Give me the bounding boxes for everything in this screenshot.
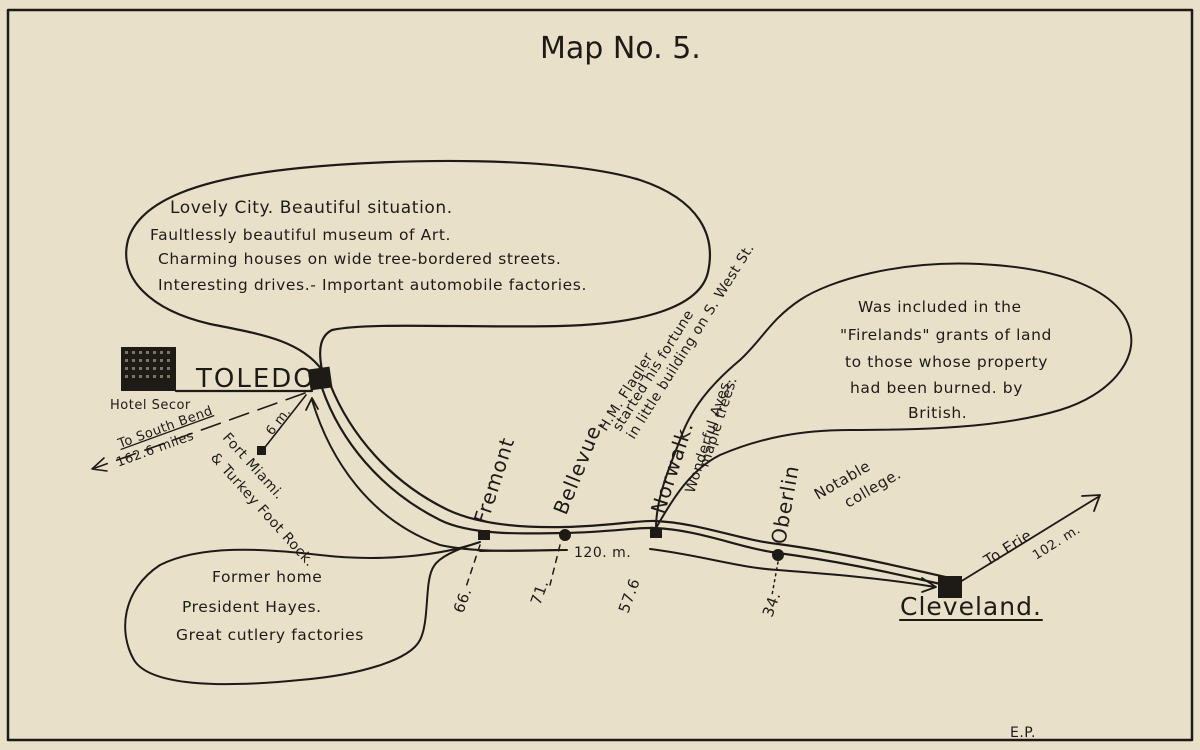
cleveland-label: Cleveland. [900, 592, 1042, 621]
bellevue-station-marker [559, 529, 571, 541]
toledo-bubble-line-2: Faultlessly beautiful museum of Art. [150, 226, 451, 244]
toledo-bubble-line-3: Charming houses on wide tree-bordered st… [158, 250, 561, 268]
erie-label: To Erie [980, 526, 1035, 570]
return-route-east [649, 548, 936, 588]
fort-miami-marker [257, 446, 266, 455]
fremont-bubble-line-1: Former home [212, 568, 322, 586]
fremont-distance-leader [464, 544, 481, 591]
oberlin-distance-leader [771, 561, 779, 596]
fremont-distance: 66. [450, 585, 476, 615]
norwalk-bubble-outline [655, 262, 1133, 529]
erie-route [959, 496, 1099, 583]
norwalk-bubble-line-1: Was included in the [858, 298, 1022, 316]
map-title: Map No. 5. [540, 31, 701, 66]
fremont-bubble-line-2: President Hayes. [182, 598, 322, 616]
fort-miami-spur [261, 394, 307, 452]
fremont-bubble-outline [124, 541, 481, 686]
oberlin-distance: 34. [759, 589, 785, 619]
main-route-inner [328, 382, 952, 580]
norwalk-station-marker [650, 528, 662, 538]
toledo-return-arrowhead [305, 397, 319, 411]
hotel-secor-label: Hotel Secor [110, 398, 191, 413]
toledo-bubble-line-1: Lovely City. Beautiful situation. [170, 198, 453, 218]
map-frame [6, 8, 1194, 742]
norwalk-bubble-line-4: had been burned. by [850, 379, 1023, 397]
cleveland-station-marker [938, 576, 962, 598]
bellevue-label: Bellevue. [548, 415, 608, 518]
return-route-mid [479, 549, 568, 552]
toledo-bubble-line-4: Interesting drives.- Important automobil… [158, 276, 587, 294]
norwalk-bubble-line-3: to those whose property [845, 353, 1048, 371]
route-total-distance: 120. m. [574, 545, 631, 561]
bellevue-distance: 71. [527, 577, 553, 607]
norwalk-distance: 57.6 [615, 576, 644, 615]
norwalk-bubble-line-2: "Firelands" grants of land [840, 326, 1052, 344]
fremont-bubble-line-3: Great cutlery factories [176, 626, 364, 644]
fremont-label: Fremont [469, 434, 519, 526]
norwalk-bubble-line-5: British. [908, 404, 967, 422]
toledo-label: TOLEDO [195, 364, 316, 394]
oberlin-station-marker [772, 549, 784, 561]
erie-arrowhead [1081, 494, 1101, 512]
south-bend-arrowhead [91, 457, 108, 472]
erie-distance: 102. m. [1030, 522, 1083, 563]
oberlin-label: Oberlin [766, 463, 803, 546]
cleveland-arrowhead [921, 577, 937, 593]
toledo-bubble-outline [125, 159, 712, 372]
fort-miami-distance: 6 m. [263, 405, 294, 439]
signature: E.P. [1010, 725, 1036, 741]
hotel-secor-windows [125, 351, 170, 378]
toledo-station-marker [307, 366, 333, 391]
fremont-station-marker [478, 530, 490, 540]
main-route-outer [320, 386, 947, 587]
south-bend-route [94, 392, 306, 469]
bellevue-note-3: in little building on S. West St. [624, 241, 758, 442]
